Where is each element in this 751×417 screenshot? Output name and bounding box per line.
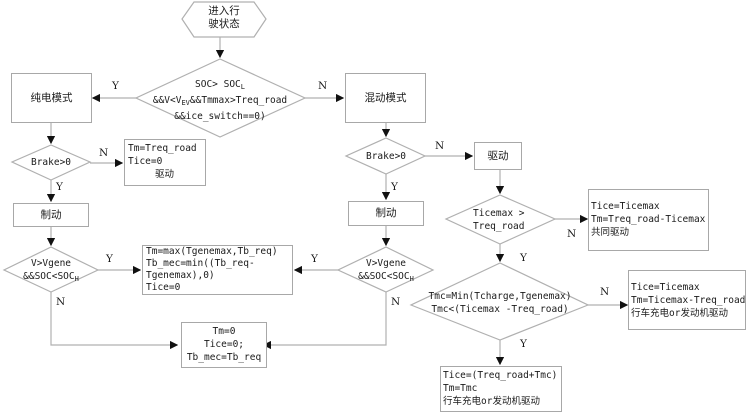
charge-yes-line-1: Tice=(Treq_road+Tmc) bbox=[443, 370, 558, 381]
edge-label-hy-brake-yes: Y bbox=[391, 181, 398, 193]
ev-regen-line-1: V>Vgene bbox=[30, 258, 72, 269]
edge-label-tmc-yes: Y bbox=[520, 338, 527, 350]
tmc-label: Tmc=Min(Tcharge,Tgenemax) Tmc<(Ticemax -… bbox=[420, 290, 580, 316]
charge-yes-line-3: 行车充电or发动机驱动 bbox=[443, 396, 540, 407]
hybrid-mode-box: 混动模式 bbox=[345, 73, 426, 123]
edge-label-hy-regen-yes: Y bbox=[311, 253, 318, 265]
charge-no-line-3: 行车充电or发动机驱动 bbox=[631, 308, 728, 319]
main-decision-line-2: &&V<VEV&&Tmmax>Treq_road bbox=[152, 95, 288, 107]
ev-drive-line-3: 驱动 bbox=[155, 169, 175, 180]
hy-drive-box: 驱动 bbox=[474, 142, 522, 170]
regen-line-3: Tgenemax),0) bbox=[146, 270, 215, 281]
co-drive-line-2: Tm=Treq_road-Ticemax bbox=[591, 214, 706, 225]
ticemax-label: Ticemax > Treq_road bbox=[473, 207, 543, 233]
start-line-2: 驶状态 bbox=[208, 18, 240, 30]
regen-box: Tm=max(Tgenemax,Tb_req) Tb_mec=min((Tb_r… bbox=[142, 245, 293, 295]
edge-label-ev-regen-no: N bbox=[56, 296, 66, 308]
start-hexagon bbox=[181, 1, 267, 38]
start-node-label: 进入行 驶状态 bbox=[194, 5, 254, 31]
edge-label-ev-brake-yes: Y bbox=[56, 181, 63, 193]
regen-line-1: Tm=max(Tgenemax,Tb_req) bbox=[146, 246, 278, 257]
edge-label-ev-brake-no: N bbox=[99, 147, 109, 159]
ev-regen-label: V>Vgene &&SOC<SOCH bbox=[9, 257, 93, 286]
hy-regen-line-1: V>Vgene bbox=[365, 258, 407, 269]
hy-braking-box: 制动 bbox=[348, 201, 424, 226]
co-drive-line-1: Tice=Ticemax bbox=[591, 201, 660, 212]
ev-braking-label: 制动 bbox=[40, 208, 62, 221]
charge-no-box: Tice=Ticemax Tm=Ticemax-Treq_road 行车充电or… bbox=[628, 270, 746, 330]
hy-regen-line-2: &&SOC<SOCH bbox=[358, 271, 414, 283]
ev-braking-box: 制动 bbox=[13, 203, 89, 227]
main-decision-label: SOC> SOCL &&V<VEV&&Tmmax>Treq_road &&ice… bbox=[140, 78, 300, 123]
main-decision-diamond bbox=[134, 58, 307, 138]
charge-yes-line-2: Tm=Tmc bbox=[443, 383, 478, 394]
ev-mode-label: 纯电模式 bbox=[30, 91, 73, 104]
connector-hy-regen-no bbox=[262, 292, 387, 350]
tmc-line-2: Tmc<(Ticemax -Treq_road) bbox=[431, 304, 569, 315]
mech-brake-line-3: Tb_mec=Tb_req bbox=[186, 352, 262, 363]
mech-brake-line-2: Tice=0; bbox=[203, 339, 245, 350]
regen-line-4: Tice=0 bbox=[146, 282, 181, 293]
ev-brake-label: Brake>0 bbox=[30, 157, 72, 168]
co-drive-line-3: 共同驱动 bbox=[591, 227, 630, 238]
main-decision-line-1: SOC> SOCL bbox=[195, 79, 245, 91]
main-decision-line-3: &&ice_switch==0) bbox=[174, 111, 266, 122]
ticemax-line-2: Treq_road bbox=[473, 221, 525, 232]
ev-mode-box: 纯电模式 bbox=[11, 73, 92, 123]
edge-label-hy-regen-no: N bbox=[391, 296, 401, 308]
edge-label-main-yes: Y bbox=[112, 80, 119, 92]
ev-drive-line-1: Tm=Treq_road bbox=[128, 143, 197, 154]
edge-label-ticemax-yes: Y bbox=[520, 252, 527, 264]
edge-label-ticemax-no: N bbox=[567, 228, 577, 240]
edge-label-hy-brake-no: N bbox=[435, 140, 445, 152]
ticemax-line-1: Ticemax > bbox=[473, 208, 525, 219]
ev-regen-line-2: &&SOC<SOCH bbox=[23, 271, 79, 283]
hy-regen-label: V>Vgene &&SOC<SOCH bbox=[344, 257, 428, 286]
hy-drive-label: 驱动 bbox=[487, 149, 509, 162]
ev-drive-line-2: Tice=0 bbox=[128, 156, 163, 167]
tmc-line-1: Tmc=Min(Tcharge,Tgenemax) bbox=[428, 291, 572, 302]
mech-brake-box: Tm=0 Tice=0; Tb_mec=Tb_req bbox=[181, 322, 267, 368]
ev-drive-box: Tm=Treq_road Tice=0 驱动 bbox=[124, 139, 206, 186]
hy-brake-label: Brake>0 bbox=[365, 151, 407, 162]
charge-no-line-1: Tice=Ticemax bbox=[631, 282, 700, 293]
edge-label-main-no: N bbox=[318, 80, 328, 92]
start-line-1: 进入行 bbox=[208, 5, 240, 17]
edge-label-ev-regen-yes: Y bbox=[106, 253, 113, 265]
co-drive-box: Tice=Ticemax Tm=Treq_road-Ticemax 共同驱动 bbox=[588, 189, 709, 251]
charge-no-line-2: Tm=Ticemax-Treq_road bbox=[631, 295, 746, 306]
edge-label-tmc-no: N bbox=[600, 286, 610, 298]
connector-ev-regen-no bbox=[50, 292, 179, 350]
charge-yes-box: Tice=(Treq_road+Tmc) Tm=Tmc 行车充电or发动机驱动 bbox=[440, 366, 562, 412]
hybrid-mode-label: 混动模式 bbox=[364, 91, 407, 104]
hy-braking-label: 制动 bbox=[375, 207, 397, 219]
mech-brake-line-1: Tm=0 bbox=[212, 326, 236, 337]
regen-line-2: Tb_mec=min((Tb_req- bbox=[146, 258, 255, 269]
